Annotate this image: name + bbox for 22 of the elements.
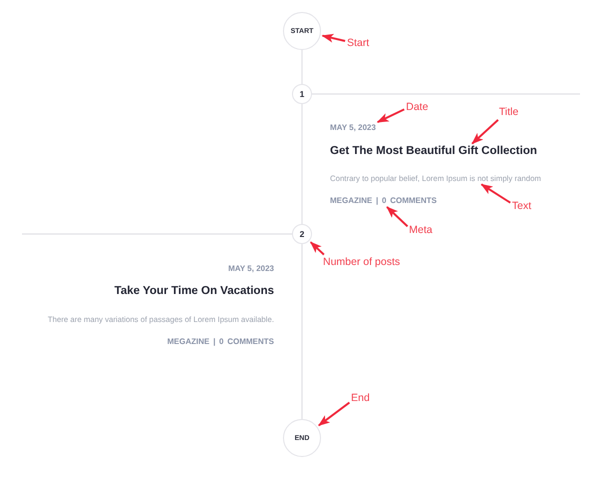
step-marker: 2	[292, 224, 312, 244]
annotation-label: Meta	[409, 224, 432, 237]
post-title: Take Your Time On Vacations	[114, 285, 274, 299]
annotation-arrow	[318, 402, 350, 426]
annotation-label: End	[351, 392, 370, 405]
post-title: Get The Most Beautiful Gift Collection	[330, 145, 537, 159]
annotation-label: Date	[406, 101, 428, 114]
annotation-arrow	[322, 34, 346, 43]
annotation-label: Start	[347, 37, 370, 50]
post-meta: MEGAZINE | 0 COMMENTS	[330, 196, 437, 206]
step-marker: 1	[292, 84, 312, 104]
post-date: MAY 5, 2023	[330, 123, 376, 133]
annotation-label: Text	[512, 200, 532, 213]
annotation-arrow	[376, 108, 405, 123]
annotation-arrow	[471, 119, 499, 144]
post-date: MAY 5, 2023	[228, 264, 274, 274]
annotation-arrow	[480, 184, 511, 204]
annotation-arrow	[310, 241, 325, 256]
annotation-label: Number of posts	[323, 256, 400, 269]
annotation-label: Title	[499, 106, 518, 119]
annotation-arrow	[386, 206, 408, 228]
post-meta: MEGAZINE | 0 COMMENTS	[167, 337, 274, 347]
